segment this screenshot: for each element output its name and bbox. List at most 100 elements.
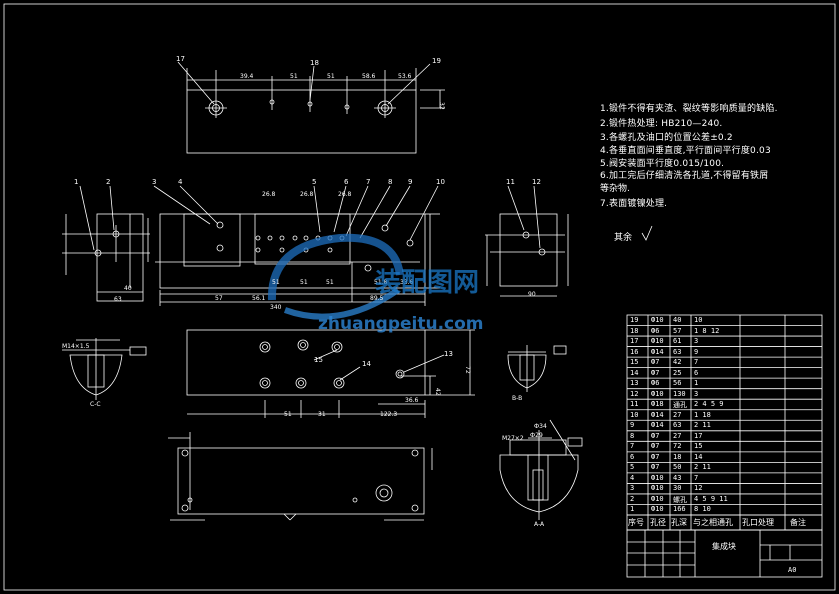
table-cell: 3 [630,484,635,493]
table-header-cell: 备注 [790,518,806,527]
table-cell: 6 [694,368,699,377]
table-cell: 166 [673,505,686,514]
table-cell: Ф6 [651,379,660,388]
right-view [485,185,569,297]
table-header-cell: 与之相通孔 [693,518,733,527]
table-cell: 3 [694,337,699,346]
table-cell: 通孔 [673,401,687,410]
dimension-text: 58.6 [362,73,376,80]
dimension-text: 90 [528,291,536,298]
table-header-cell: 孔深 [671,518,687,527]
table-cell: 2 4 5 9 [694,400,724,409]
callout-label: 18 [310,59,319,67]
table-cell: 16 [630,347,639,356]
table-cell: 17 [630,337,639,346]
dimension-text: 57 [215,295,223,302]
dimension-text: 26.8 [300,191,314,198]
table-cell: 14 [630,368,639,377]
callout-label: 9 [408,178,412,186]
rest-roughness-label: 其余 [614,233,633,243]
section-c-c [62,338,147,400]
table-cell: 1 18 [694,410,711,419]
roughness-symbol [641,225,653,241]
table-cell: 63 [673,347,682,356]
section-b-b [507,345,567,392]
table-cell: 63 [673,421,682,430]
bottom-view [186,329,475,418]
table-header-cell: 孔径 [650,518,666,527]
table-cell: 10 [694,316,703,324]
dimension-text: 51 [300,279,308,286]
table-cell: 15 [630,358,639,367]
dimension-text: 51 [327,73,335,80]
note-7: 7.表面镀镍处理. [600,199,668,209]
table-cell: 61 [673,337,682,346]
title-name: 集成块 [712,542,736,551]
table-cell: 7 [694,358,699,367]
dimension-text: 26.8 [262,191,276,198]
table-cell: 3 [694,389,699,398]
section-label: Ф29 [530,432,543,439]
table-cell: Ф10 [651,316,664,324]
callout-label: 17 [176,55,185,63]
table-cell: 25 [673,368,682,377]
table-header-cell: 序号 [628,518,644,527]
table-cell: 2 [630,494,635,503]
table-cell: Ф7 [651,463,660,472]
table-cell: 43 [673,473,682,482]
table-cell: 4 5 9 11 [694,494,728,503]
section-label: C-C [90,401,101,408]
title-size: A0 [788,566,797,574]
note-3: 3.各螺孔及油口的位置公差±0.2 [600,133,733,143]
dimension-text: 51 [290,73,298,80]
callout-label: 5 [312,178,316,186]
table-cell: 6 [630,452,635,461]
callout-label: 10 [436,178,445,186]
table-cell: Ф10 [651,389,664,398]
section-a-a [499,419,583,520]
dimension-text: 33.6 [400,279,414,286]
table-cell: Ф7 [651,442,660,451]
table-cell: 5 [630,463,635,472]
top-view [177,61,445,154]
note-2: 2.锻件热处理: HB210—240. [600,119,723,129]
table-cell: 10 [630,410,639,419]
note-4: 4.各垂直面间垂直度,平行面间平行度0.03 [600,146,771,156]
watermark-url: zhuangpeitu.com [318,314,484,334]
dimension-text: 63 [114,296,122,303]
dimension-text: 42 [434,388,441,396]
dimension-text: 122.3 [380,411,397,418]
dimension-text: 51 [284,411,292,418]
table-cell: 27 [673,410,682,419]
dimension-text: 51.8 [374,279,388,286]
table-cell: 40 [673,316,682,324]
table-cell: 螺孔 [673,495,687,504]
table-cell: 1 8 12 [694,326,720,335]
drawing-border [3,3,836,591]
table-cell: 14 [694,452,703,461]
section-label: M27×2 [502,435,524,442]
table-cell: 2 11 [694,463,711,472]
table-cell: 8 [630,431,635,440]
table-header-cell: 孔口处理 [742,518,774,527]
callout-label: 7 [366,178,370,186]
table-cell: 7 [694,473,699,482]
table-cell: 12 [630,389,639,398]
table-cell: Ф7 [651,368,660,377]
table-row-lines [627,325,822,516]
callout-label: 19 [432,57,441,65]
table-cell: 13 [630,379,639,388]
dimension-text: 89.5 [370,295,384,302]
table-cell: 12 [694,484,703,493]
table-cell: 1 [694,379,699,388]
callout-label: 15 [314,356,323,364]
dimension-text: 51 [272,279,280,286]
title-block [626,529,823,578]
table-cell: Ф6 [651,326,660,335]
dimension-text: 40 [124,285,132,292]
table-cell: 72 [673,442,682,451]
table-cell: 42 [673,358,682,367]
table-cell: 130 [673,389,686,398]
